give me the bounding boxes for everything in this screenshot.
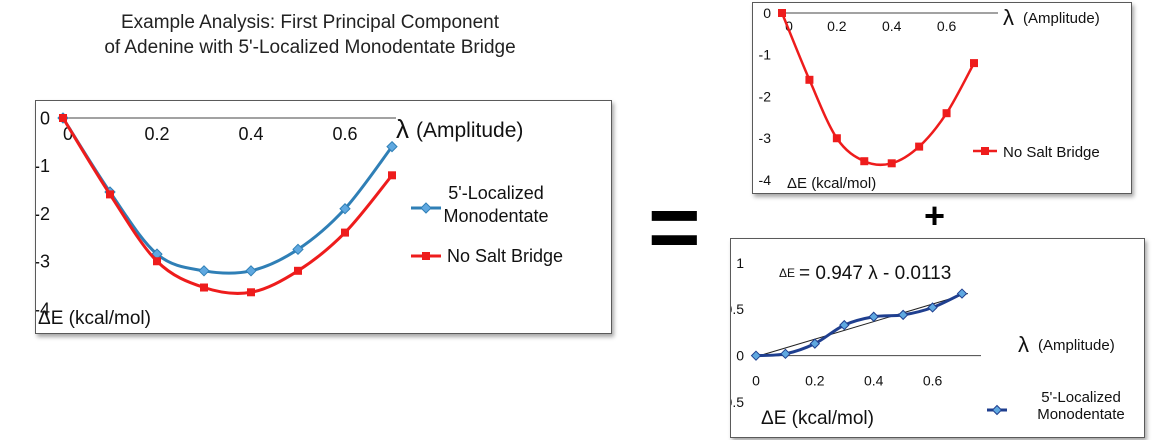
no-salt-bridge-chart: 0 0.2 0.4 0.6 0 -1 -2 -3 -4 λ (Amplitude) ΔE (kcal/… [759, 5, 1100, 192]
top-chart-panel: 0 0.2 0.4 0.6 0 -1 -2 -3 -4 λ (Amplitude) ΔE (kcal/… [752, 2, 1132, 194]
data-point [292, 243, 304, 256]
data-point [386, 140, 398, 153]
data-point [339, 203, 351, 215]
y-tick-label: -4 [36, 299, 50, 319]
fit-line [755, 293, 969, 358]
x-tick-label: 0.4 [238, 124, 263, 144]
y-tick-label: -1 [759, 47, 772, 63]
data-point [59, 114, 67, 122]
data-point [388, 171, 396, 180]
data-point [868, 311, 879, 322]
y-tick-label: 1 [736, 255, 744, 271]
y-axis-label: ΔE (kcal/mol) [38, 308, 151, 329]
x-tick-label: 0.6 [923, 373, 943, 389]
series-line [755, 292, 963, 358]
legend-swatch-marker [981, 147, 989, 155]
x-tick-label: 0 [63, 124, 73, 144]
legend-label: 5'-Localized [1041, 389, 1121, 406]
data-point [860, 157, 869, 166]
y-axis-label: ΔE (kcal/mol) [761, 408, 874, 429]
bottom-chart-panel: 0 0.2 0.4 0.6 1 0.5 0 -0.5 λ (Amplitude) ΔE (kcal/… [730, 238, 1145, 438]
x-tick-label: 0.2 [805, 373, 825, 389]
data-point [897, 309, 909, 321]
x-tick-label: 0.2 [827, 18, 847, 34]
y-tick-label: 0 [40, 108, 50, 128]
data-point [153, 257, 161, 266]
data-point [970, 59, 978, 68]
data-point [927, 302, 938, 313]
y-tick-label: -1 [36, 156, 50, 176]
data-point [200, 283, 208, 292]
x-tick-label: 0.6 [332, 124, 357, 144]
data-point [247, 288, 255, 297]
data-point [956, 288, 968, 299]
main-chart-panel: 0 0.2 0.4 0.6 0 -1 -2 -3 -4 λ (Amplitude) ΔE (kcal/… [35, 100, 612, 334]
data-point [839, 319, 850, 331]
x-tick-label: 0.2 [144, 124, 169, 144]
main-chart: 0 0.2 0.4 0.6 0 -1 -2 -3 -4 λ (Amplitude) ΔE (kcal/… [36, 108, 563, 329]
equals-sign: = [648, 178, 701, 278]
x-tick-label: 0.4 [864, 373, 884, 389]
data-point [245, 265, 257, 277]
data-point [832, 134, 841, 143]
y-tick-label: -2 [759, 88, 772, 104]
title-line-2: of Adenine with 5'-Localized Monodentate… [104, 37, 516, 58]
legend-label: No Salt Bridge [447, 246, 563, 266]
y-tick-label: -2 [36, 204, 50, 224]
y-tick-label: -4 [759, 172, 772, 188]
x-tick-label: 0 [752, 373, 760, 389]
y-tick-label: 0 [736, 348, 744, 364]
data-point [915, 142, 924, 151]
legend-swatch-marker [420, 202, 432, 214]
y-tick-label: -3 [36, 252, 50, 272]
legend-label: 5'-Localized [448, 183, 544, 203]
title-line-1: Example Analysis: First Principal Compon… [120, 12, 500, 33]
series-line [780, 12, 976, 167]
y-tick-label: -0.5 [731, 394, 744, 410]
legend-swatch-marker [991, 404, 1003, 416]
y-tick-label: 0 [763, 5, 771, 21]
data-point [341, 228, 349, 237]
y-axis-label: ΔE (kcal/mol) [787, 175, 876, 192]
x-axis-label: λ [1018, 332, 1029, 357]
legend-swatch-marker [422, 252, 430, 260]
equation-prefix: ΔE [779, 266, 795, 280]
data-point [887, 159, 896, 168]
x-axis-unit-label: (Amplitude) [1023, 10, 1100, 27]
data-point [780, 348, 791, 360]
data-point [778, 9, 786, 17]
legend-label: Monodentate [1037, 406, 1125, 423]
data-point [809, 338, 821, 349]
x-axis-unit-label: (Amplitude) [1038, 337, 1115, 354]
figure-title: Example Analysis: First Principal Compon… [20, 10, 600, 60]
data-point [106, 190, 114, 199]
x-tick-label: 0 [785, 18, 793, 34]
data-point [942, 109, 951, 118]
equation-text: = 0.947 λ - 0.0113 [799, 263, 951, 284]
y-tick-label: 0.5 [731, 301, 744, 317]
data-point [198, 265, 210, 277]
legend-label: No Salt Bridge [1003, 144, 1100, 161]
x-tick-label: 0.6 [937, 18, 957, 34]
x-axis-label: λ [1003, 5, 1014, 30]
plus-sign: + [924, 195, 946, 236]
data-point [294, 266, 302, 275]
data-point [750, 350, 762, 361]
legend-label: Monodentate [443, 206, 548, 226]
difference-chart: 0 0.2 0.4 0.6 1 0.5 0 -0.5 λ (Amplitude) ΔE (kcal/… [731, 255, 1125, 429]
x-axis-label: λ [396, 114, 409, 144]
y-tick-label: -3 [759, 130, 772, 146]
data-point [805, 75, 814, 84]
x-axis-unit-label: (Amplitude) [416, 119, 523, 142]
x-tick-label: 0.4 [882, 18, 902, 34]
